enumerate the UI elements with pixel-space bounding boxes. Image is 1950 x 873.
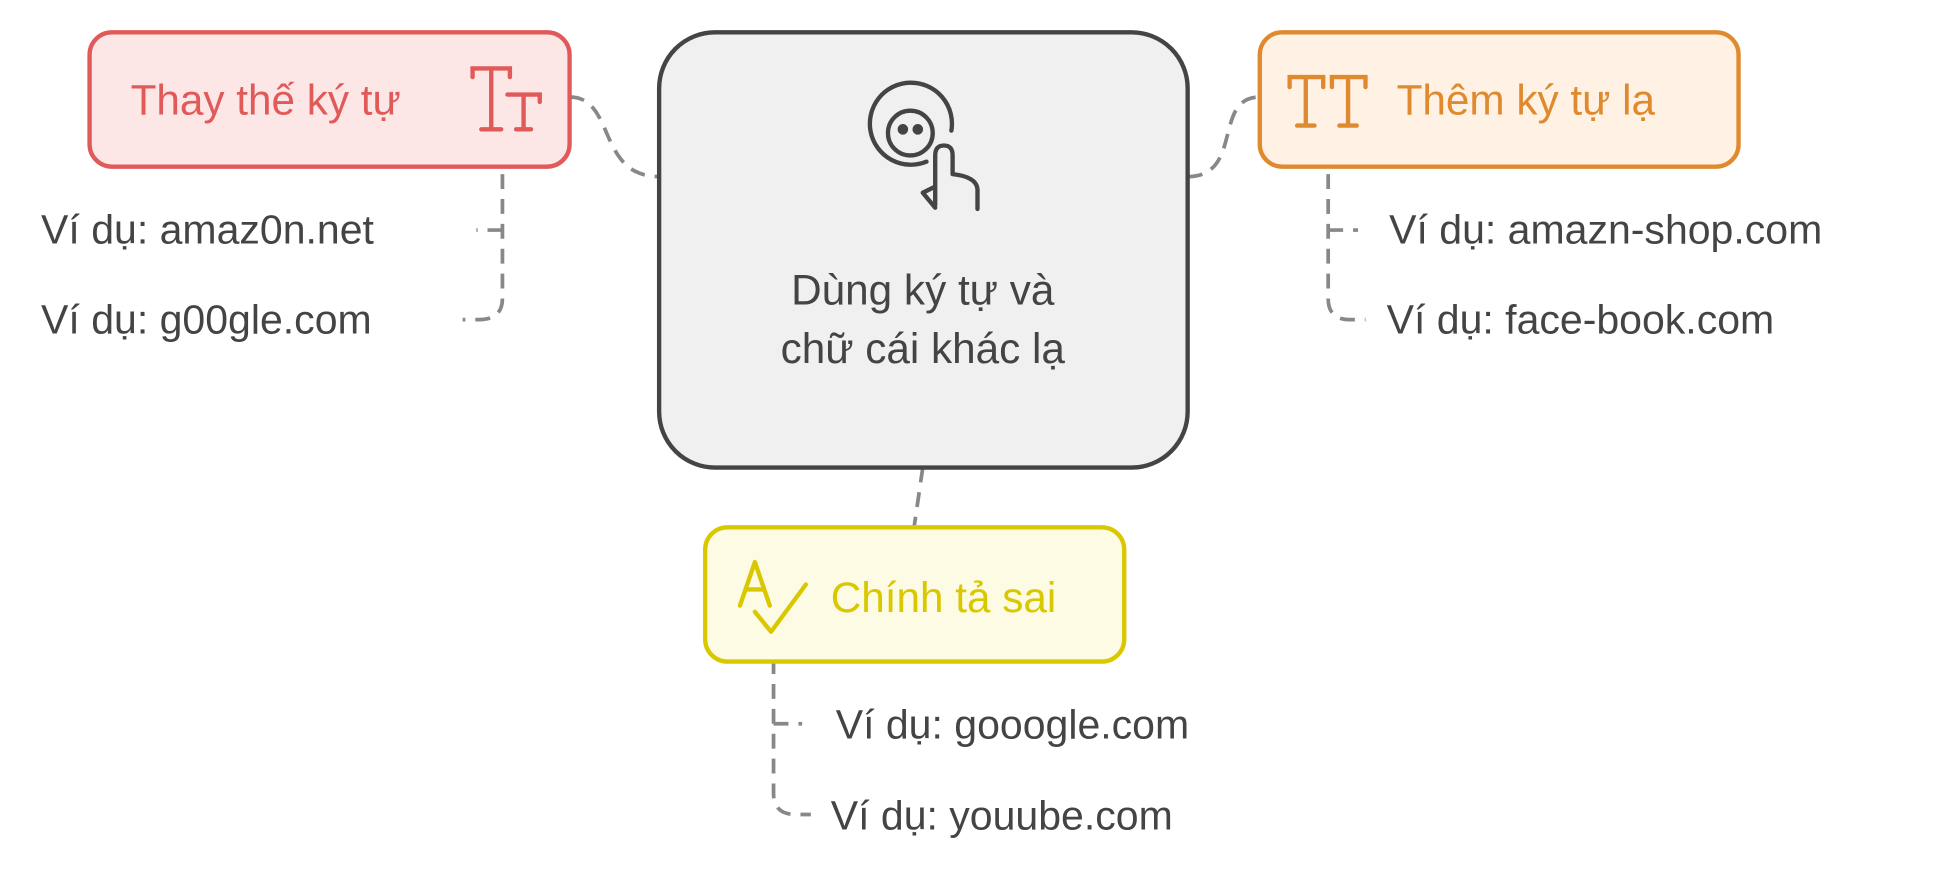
connector-center-orange (1187, 95, 1260, 179)
text-size-icon (1287, 74, 1368, 128)
center-label-line2: chữ cái khác lạ (781, 325, 1066, 372)
connector-orange-examples (1326, 149, 1366, 322)
node-them-ky-tu-la: Thêm ký tự lạ (1257, 30, 1741, 169)
connector-yellow-examples (771, 634, 811, 817)
example-youube: Ví dụ: youube.com (831, 792, 1173, 838)
node-chinh-ta-sai: Chính tả sai (702, 525, 1127, 664)
example-amazn-shop: Ví dụ: amazn-shop.com (1389, 207, 1822, 253)
node-label: Chính tả sai (831, 574, 1057, 621)
example-face-book: Ví dụ: face-book.com (1387, 296, 1775, 342)
connector-center-red (569, 95, 660, 179)
touch-skull-icon (867, 80, 980, 212)
example-amaz0n: Ví dụ: amaz0n.net (41, 207, 374, 253)
example-gooogle: Ví dụ: gooogle.com (836, 702, 1189, 748)
center-node (656, 30, 1190, 470)
spell-check-icon (737, 559, 809, 634)
center-label-line1: Dùng ký tự và (791, 267, 1055, 314)
node-label: Thêm ký tự lạ (1397, 76, 1656, 123)
node-label: Thay thế ký tự (131, 76, 401, 123)
connector-center-yellow (912, 467, 925, 528)
connector-red-examples (462, 149, 505, 322)
text-size-icon (470, 66, 542, 132)
example-g00gle: Ví dụ: g00gle.com (41, 296, 372, 342)
node-thay-the-ky-tu: Thay thế ký tự (87, 30, 572, 169)
